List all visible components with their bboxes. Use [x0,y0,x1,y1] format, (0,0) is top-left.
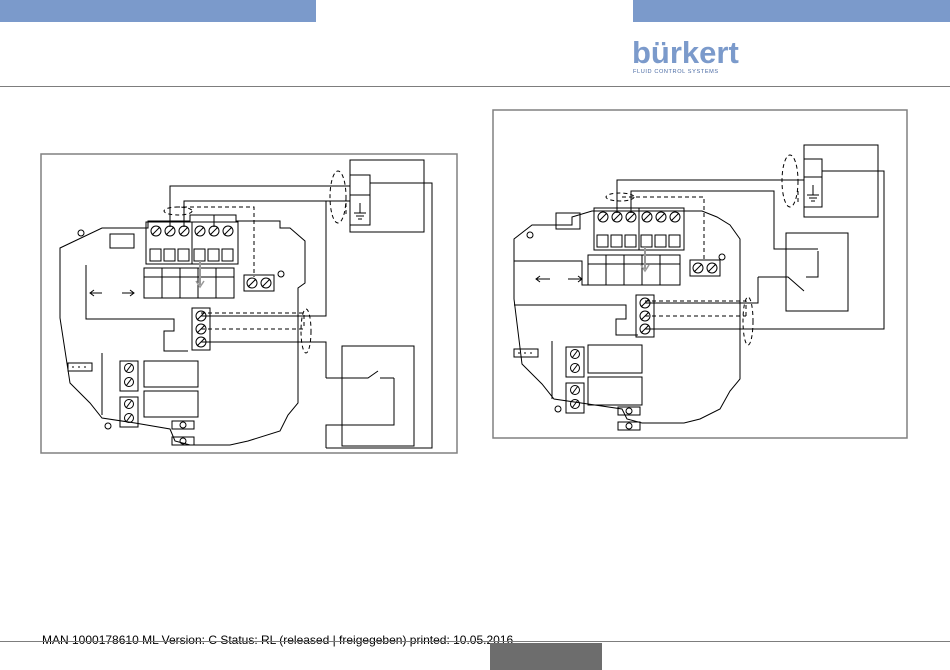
footer-rule [0,641,950,642]
footer-document-info: MAN 1000178610 ML Version: C Status: RL … [42,633,513,647]
terminal-2pin [690,260,720,276]
mount-hole [555,406,561,412]
direction-arrows [536,276,582,282]
module-box-2 [588,377,642,405]
switch-block [144,268,234,298]
header-bar-left [0,0,316,22]
header-rule [0,86,950,87]
diagram-frame [493,110,907,438]
mount-hole [278,271,284,277]
mount-hole [105,423,111,429]
module-box-2 [144,391,198,417]
page-number-box [490,643,602,670]
switch-block [588,255,680,285]
display-window [110,234,134,248]
diagram-frame [41,154,457,453]
brand-logo: bürkert FLUID CONTROL SYSTEMS [632,36,732,80]
sensor-box [350,160,424,232]
mount-hole [78,230,84,236]
sensor-box [804,145,878,217]
module-box-1 [588,345,642,373]
wiring-lines [170,183,432,448]
header-bar-right [633,0,950,22]
wiring-diagram-left [40,153,458,454]
brand-tagline: FLUID CONTROL SYSTEMS [633,69,719,75]
brand-name: bürkert [632,36,739,70]
mount-hole [719,254,725,260]
mount-hole [527,232,533,238]
direction-arrows [90,290,134,296]
module-box-1 [144,361,198,387]
shield-lines [164,171,346,353]
relay-box [342,346,414,446]
terminal-2pin [244,275,274,291]
relay-box [786,233,848,311]
device-housing [514,211,740,423]
wiring-diagram-right [492,109,908,439]
